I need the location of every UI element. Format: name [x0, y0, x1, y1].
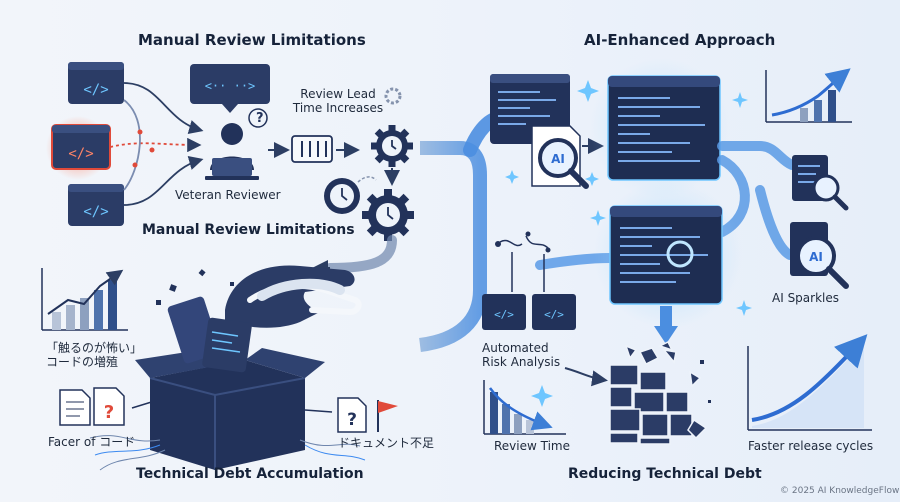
svg-text:<·· ··>: <·· ··>	[205, 79, 256, 93]
code-window-icon: <·· ··>	[190, 64, 270, 113]
right-bottom-title: Reducing Technical Debt	[568, 466, 762, 482]
clock-icon	[324, 178, 360, 214]
svg-text:?: ?	[104, 402, 114, 423]
svg-text:</>: </>	[544, 308, 564, 321]
ai-badge-text: AI	[809, 250, 823, 264]
lead-time-label: Review Lead Time Increases	[292, 87, 384, 115]
facer-label: Facer of コード	[48, 435, 136, 449]
box-icon	[135, 296, 325, 470]
question-mark-icon: ?	[256, 111, 264, 126]
magnifier-ai-icon	[792, 155, 849, 211]
svg-text:</>: </>	[83, 204, 108, 220]
gear-icon	[362, 189, 414, 241]
left-subtitle: Manual Review Limitations	[142, 222, 355, 238]
hand-icon	[225, 265, 362, 328]
review-time-label: Review Time	[494, 439, 570, 453]
line-chart-icon	[747, 334, 872, 431]
svg-text:</>: </>	[494, 308, 514, 321]
svg-text:?: ?	[347, 410, 357, 430]
doc-shortage-label: ドキュメント不足	[338, 436, 435, 450]
code-window-icon	[609, 205, 723, 305]
fear-code-label: 「触るのが怖い」コードの増殖	[46, 341, 143, 369]
red-flag-icon	[377, 400, 398, 432]
gear-icon	[371, 125, 413, 167]
crumbling-bricks-icon	[609, 340, 708, 445]
magnifier-ai-icon: AI	[531, 125, 589, 189]
reviewer-label: Veteran Reviewer	[175, 188, 281, 202]
code-window-icon: </> </>	[482, 294, 576, 330]
ai-sparkles-label: AI Sparkles	[772, 291, 840, 305]
right-title: AI-Enhanced Approach	[584, 31, 776, 49]
code-window-icon: </>	[68, 184, 124, 226]
line-chart-icon	[41, 268, 128, 331]
code-window-icon	[607, 75, 721, 181]
person-laptop-icon	[205, 123, 259, 180]
copyright: © 2025 AI KnowledgeFlow	[780, 486, 900, 496]
risk-analysis-label: Automated Risk Analysis	[482, 341, 561, 369]
faster-release-label: Faster release cycles	[748, 439, 874, 453]
line-chart-icon	[765, 68, 852, 123]
left-bottom-title: Technical Debt Accumulation	[136, 466, 364, 482]
ai-badge-text: AI	[551, 152, 565, 166]
queue-icon	[291, 135, 333, 163]
document-question-icon: ?	[337, 397, 367, 433]
line-chart-icon	[483, 380, 566, 435]
code-window-icon: </>	[51, 124, 111, 170]
left-title: Manual Review Limitations	[138, 31, 366, 49]
svg-text:</>: </>	[83, 82, 108, 98]
code-window-icon: </>	[68, 62, 124, 104]
magnifier-ai-icon: AI	[790, 222, 849, 289]
document-question-icon: ?	[59, 387, 125, 426]
gear-icon	[384, 87, 402, 105]
sparkle-icon	[505, 80, 752, 407]
svg-text:</>: </>	[68, 146, 93, 162]
